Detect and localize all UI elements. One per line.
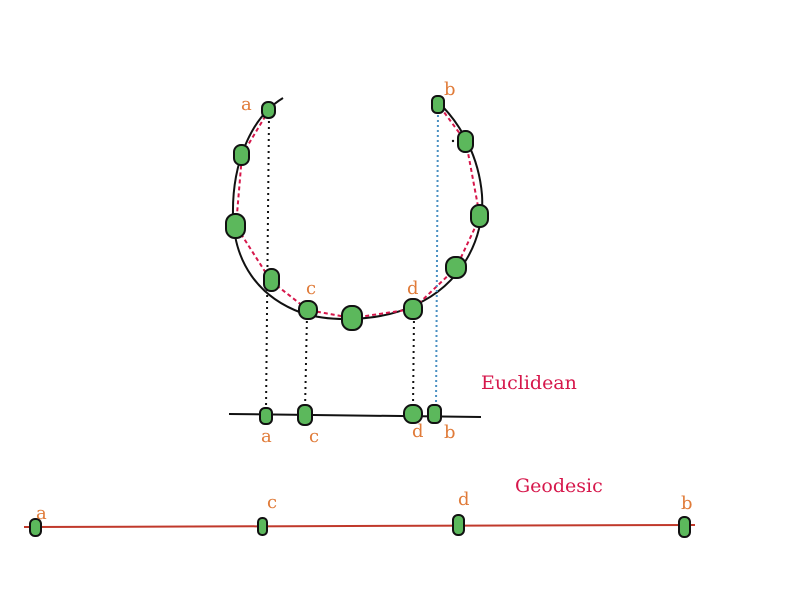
- node-c: [298, 300, 318, 320]
- node-d: [452, 514, 465, 536]
- euclidean-nodes: [259, 404, 442, 426]
- node-b: [678, 516, 691, 538]
- label-b-top: b: [444, 79, 456, 100]
- projection-line-c: [304, 314, 308, 411]
- node-a: [29, 518, 42, 537]
- node: [225, 213, 246, 239]
- node: [341, 305, 363, 331]
- label-a-euclid: a: [261, 426, 272, 447]
- node: [233, 144, 250, 166]
- node-b: [431, 95, 445, 114]
- projection-line-a: [265, 114, 270, 411]
- label-d-euclid: d: [412, 421, 424, 442]
- node-a: [261, 101, 276, 119]
- node-c: [297, 404, 313, 426]
- node: [263, 268, 280, 292]
- label-a-geo: a: [36, 503, 47, 524]
- manifold-nodes: [225, 95, 489, 331]
- projection-line-d: [412, 314, 415, 409]
- node-d: [403, 404, 423, 424]
- label-b-geo: b: [681, 493, 693, 514]
- label-c-euclid: c: [309, 426, 319, 447]
- label-b-euclid: b: [444, 422, 456, 443]
- node: [445, 256, 467, 279]
- label-a-top: a: [241, 94, 252, 115]
- label-c-geo: c: [267, 492, 277, 513]
- label-d-geo: d: [458, 489, 470, 510]
- node: [457, 130, 474, 153]
- node-c: [257, 517, 268, 536]
- geodesic-nodes: [29, 514, 691, 538]
- node: [470, 204, 489, 228]
- label-d-top: d: [407, 278, 419, 299]
- marker-dot: [451, 139, 455, 143]
- euclidean-title: Euclidean: [481, 372, 577, 394]
- node-b: [427, 404, 442, 424]
- node-d: [403, 298, 423, 320]
- geodesic-title: Geodesic: [515, 475, 603, 497]
- geodesic-axis: [23, 524, 696, 528]
- node-a: [259, 407, 273, 425]
- projection-line-b: [435, 109, 439, 409]
- label-c-top: c: [306, 278, 316, 299]
